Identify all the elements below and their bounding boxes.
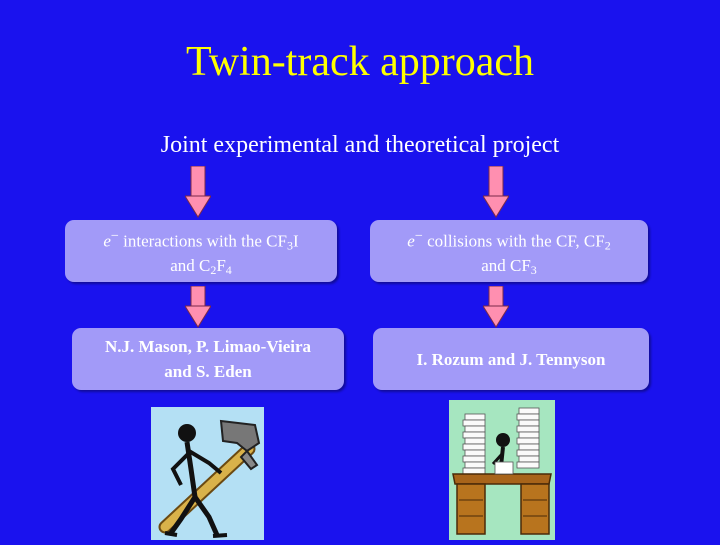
arrow-down-icon <box>483 166 509 218</box>
electron-symbol: e <box>407 231 415 251</box>
minus-sign: − <box>414 228 423 245</box>
topic-text: collisions with the CF, CF <box>422 231 605 251</box>
slide-title: Twin-track approach <box>185 39 535 85</box>
theoretical-team-box: I. Rozum and J. Tennyson <box>373 328 649 390</box>
subscript: 3 <box>530 262 537 277</box>
subscript: 3 <box>286 238 293 253</box>
arrow-down-icon <box>185 286 211 328</box>
topic-text: interactions with the CF <box>118 231 287 251</box>
experimental-topic-box: e− interactions with the CF3I and C2F4 <box>65 220 337 282</box>
slide-subtitle: Joint experimental and theoretical proje… <box>160 132 560 158</box>
arrow-down-icon <box>483 286 509 328</box>
subscript: 2 <box>210 262 217 277</box>
theoretical-topic-box: e− collisions with the CF, CF2 and CF3 <box>370 220 648 282</box>
minus-sign: − <box>110 228 119 245</box>
topic-text: I <box>292 231 299 251</box>
team-names: N.J. Mason, P. Limao-Vieira <box>104 337 312 356</box>
experimental-team-box: N.J. Mason, P. Limao-Vieira and S. Eden <box>72 328 344 390</box>
topic-text: F <box>216 255 226 275</box>
topic-text: and CF <box>481 255 531 275</box>
team-names: I. Rozum and J. Tennyson <box>416 349 606 369</box>
topic-text: and C <box>170 255 211 275</box>
arrow-down-icon <box>185 166 211 218</box>
paperwork-desk-clipart <box>449 400 555 540</box>
team-names: and S. Eden <box>164 362 252 381</box>
hammer-man-clipart <box>151 407 264 540</box>
subscript: 4 <box>225 262 232 277</box>
subscript: 2 <box>604 238 611 253</box>
electron-symbol: e <box>103 231 111 251</box>
